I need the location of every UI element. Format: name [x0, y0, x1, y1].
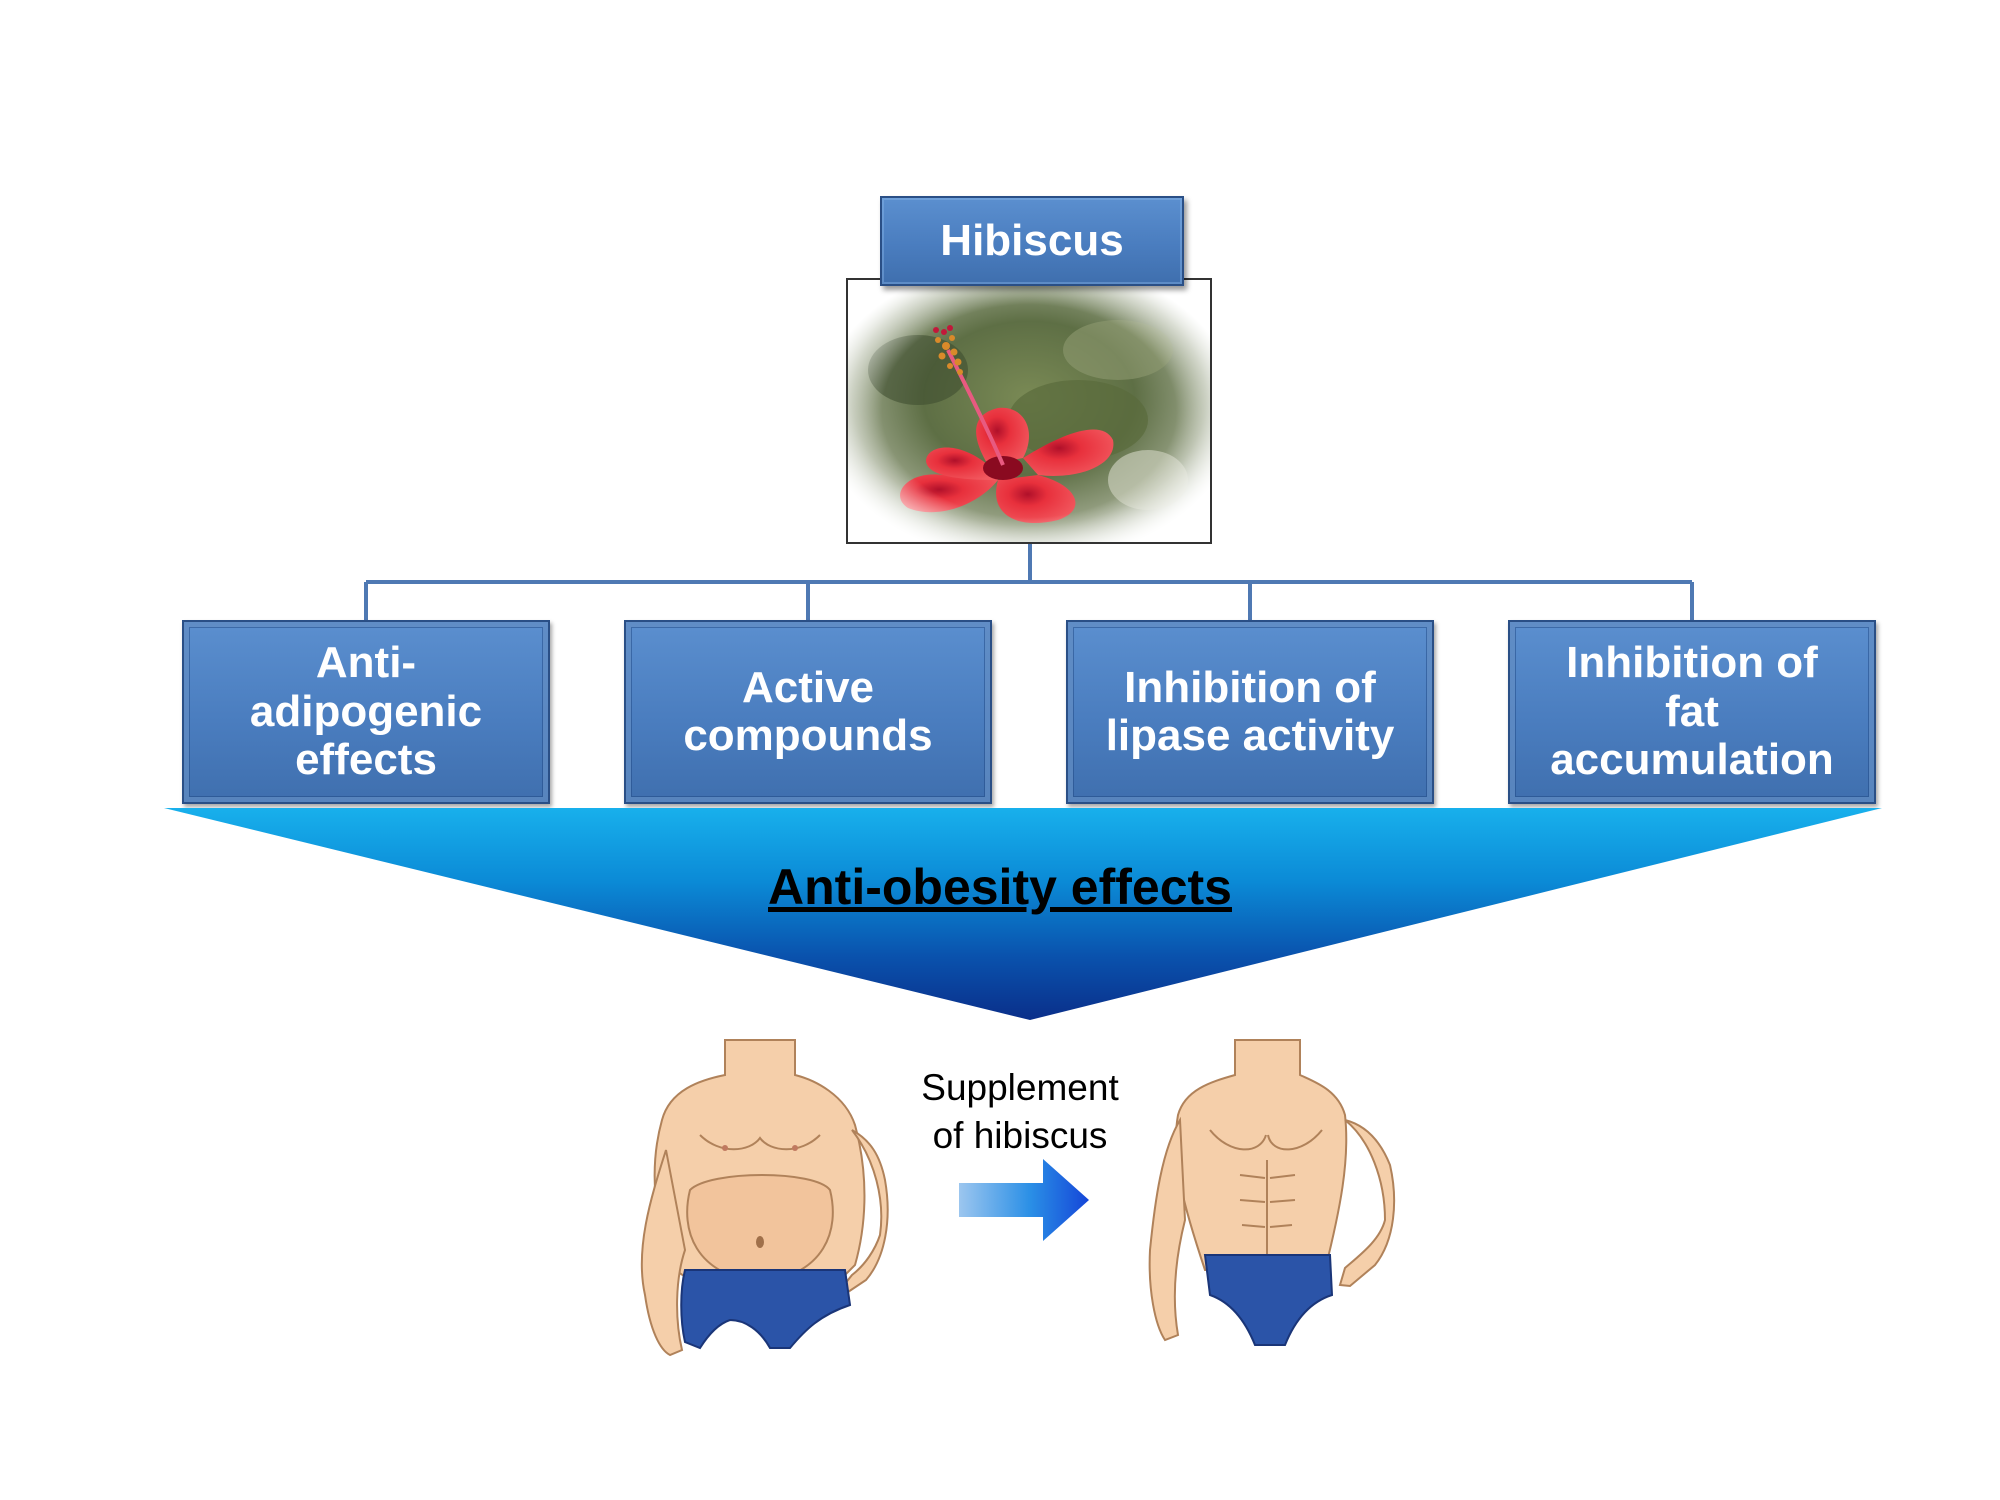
effect-label-active-compounds: Active compounds: [683, 662, 933, 760]
muscular-man-figure: [1148, 1039, 1396, 1346]
right-arrow-icon: [959, 1159, 1089, 1241]
effect-label-fat-accumulation: Inhibition of fat accumulation: [1550, 638, 1834, 785]
effect-box-fat-accumulation: Inhibition of fat accumulation: [1508, 620, 1876, 804]
hibiscus-root-label: Hibiscus: [940, 215, 1124, 265]
hibiscus-photo-frame: [846, 278, 1212, 544]
supplement-label: Supplement of hibiscus: [921, 1067, 1119, 1157]
effect-label-lipase-inhibition: Inhibition of lipase activity: [1105, 662, 1395, 760]
hibiscus-root-box: Hibiscus: [880, 196, 1184, 286]
effect-box-lipase-inhibition: Inhibition of lipase activity: [1066, 620, 1434, 804]
effect-box-active-compounds: Active compounds: [624, 620, 992, 804]
anti-obesity-label: Anti-obesity effects: [768, 859, 1232, 915]
hibiscus-flower-photo: [848, 280, 1210, 542]
overweight-man-figure: [640, 1039, 889, 1357]
effect-label-anti-adipogenic: Anti- adipogenic effects: [249, 638, 483, 785]
effect-box-anti-adipogenic: Anti- adipogenic effects: [182, 620, 550, 804]
